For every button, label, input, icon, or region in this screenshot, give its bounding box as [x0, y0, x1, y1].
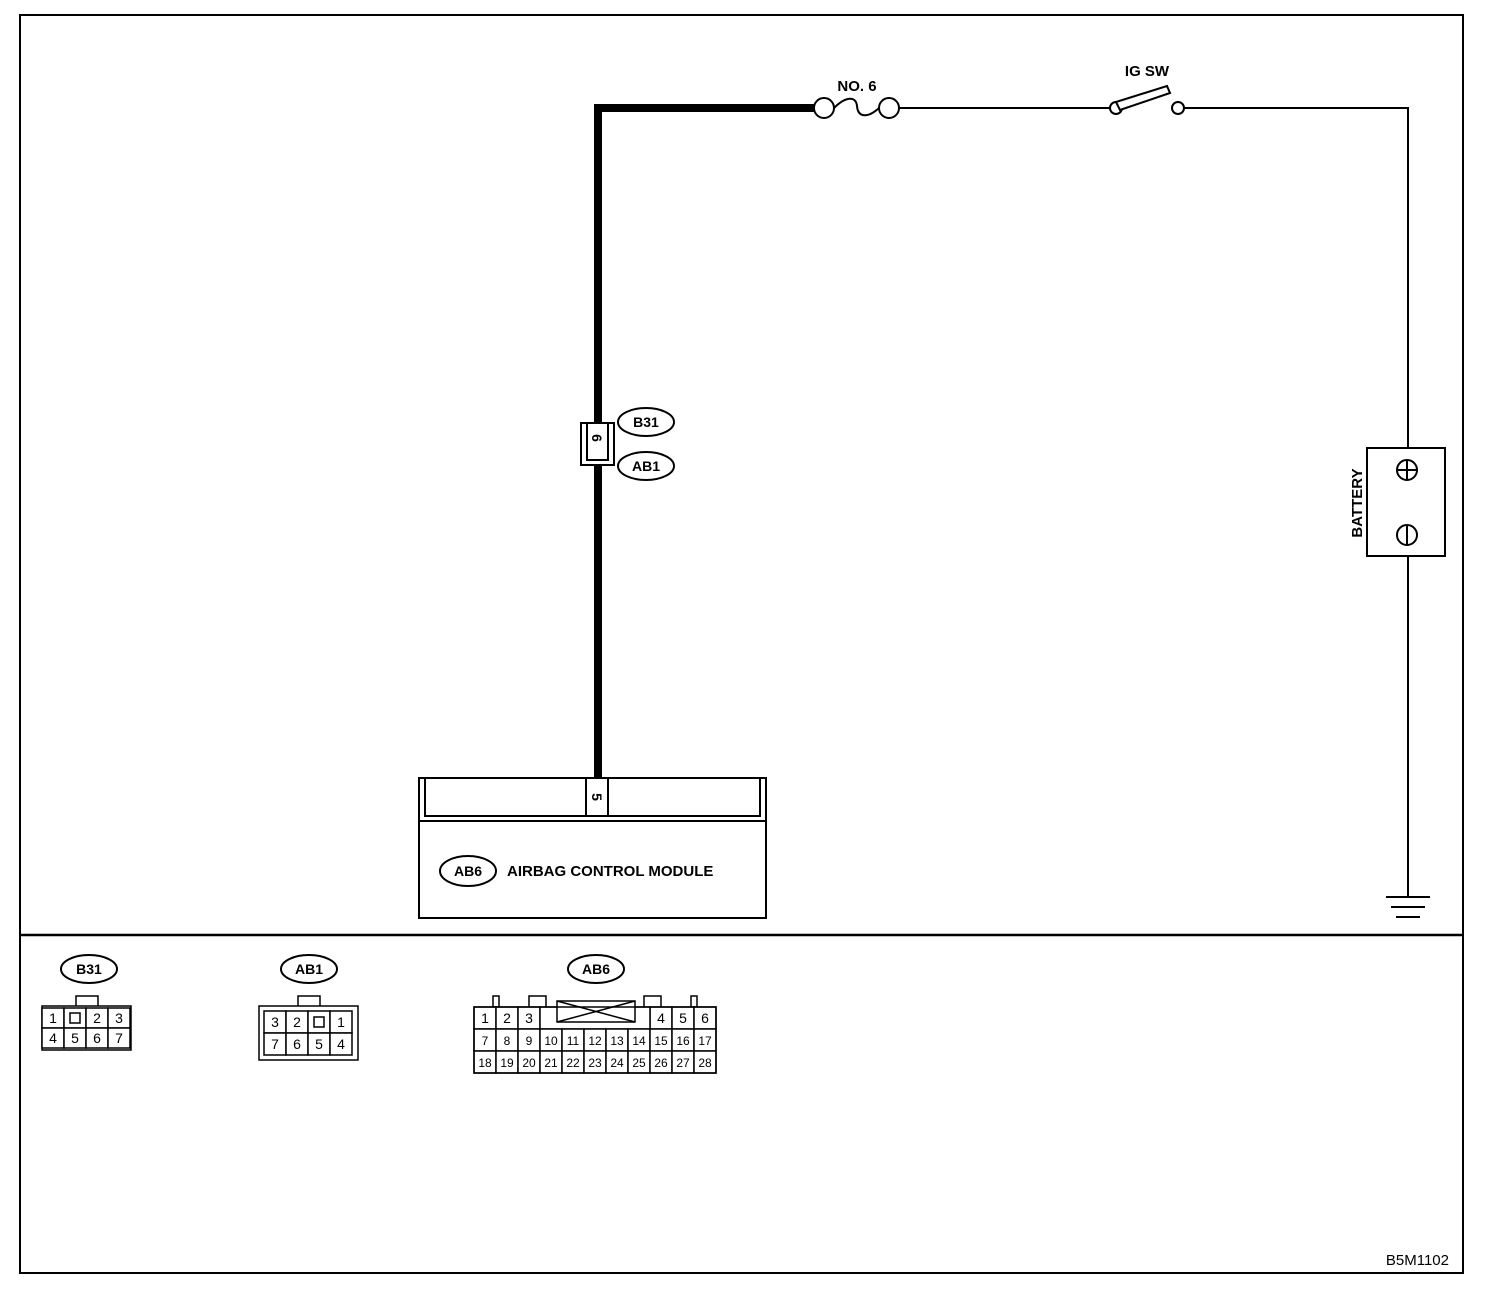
- connector-tag-b31-label: B31: [633, 414, 659, 430]
- ab1-pin: 2: [293, 1014, 301, 1030]
- wire-switch-to-battery: [1178, 107, 1409, 470]
- ig-switch-label: IG SW: [1125, 63, 1170, 80]
- ab6-pin: 15: [654, 1034, 668, 1048]
- connector-view-b31-tag: B31: [76, 961, 102, 977]
- blank-pin-icon: [313, 1016, 325, 1028]
- ab1-pin: 4: [337, 1036, 345, 1052]
- ab6-pin: 1: [481, 1010, 489, 1026]
- ab6-pin: 8: [504, 1034, 511, 1048]
- ab6-pin: 12: [588, 1034, 602, 1048]
- module-name: AIRBAG CONTROL MODULE: [507, 863, 713, 880]
- b31-cell: [107, 1027, 131, 1049]
- ab6-pin: 17: [698, 1034, 712, 1048]
- ab6-pin: 27: [676, 1056, 690, 1070]
- ab6-pin: 21: [544, 1056, 558, 1070]
- ab1-pin: 5: [315, 1036, 323, 1052]
- ab6-pin: 25: [632, 1056, 646, 1070]
- b31-pin: 2: [93, 1010, 101, 1026]
- b31-pin: 6: [93, 1030, 101, 1046]
- ab6-pin: 7: [482, 1034, 489, 1048]
- ab1-cell: [329, 1032, 353, 1056]
- ab6-pin: 3: [525, 1010, 533, 1026]
- ab6-pin: 10: [544, 1034, 558, 1048]
- connector-tag-ab1: AB1: [617, 451, 675, 481]
- ab1-pin: 3: [271, 1014, 279, 1030]
- ab6-pin: 22: [566, 1056, 580, 1070]
- ab6-pin: 24: [610, 1056, 624, 1070]
- connector-tag-ab1-label: AB1: [632, 458, 660, 474]
- inline-connector-pin: 6: [589, 434, 605, 442]
- connector-view-ab1-tag: AB1: [295, 961, 323, 977]
- ab6-pin: 16: [676, 1034, 690, 1048]
- connector-view-ab6-tag: AB6: [582, 961, 610, 977]
- ab6-pin: 5: [679, 1010, 687, 1026]
- b31-pin: 5: [71, 1030, 79, 1046]
- ab1-pin: 1: [337, 1014, 345, 1030]
- module-pin: 5: [589, 793, 605, 801]
- b31-pin: 1: [49, 1010, 57, 1026]
- figure-code: B5M1102: [1386, 1252, 1449, 1269]
- connector-tag-b31: B31: [617, 407, 675, 437]
- ab6-pin: 13: [610, 1034, 624, 1048]
- blank-pin-icon: [69, 1012, 81, 1024]
- blocked-cavity-icon: [556, 1000, 636, 1023]
- ab6-pin: 20: [522, 1056, 536, 1070]
- inline-connector: [580, 422, 615, 466]
- minus-terminal-icon: [1396, 524, 1418, 546]
- b31-pin: 3: [115, 1010, 123, 1026]
- fuse-label: NO. 6: [837, 78, 876, 95]
- ab6-pin: 23: [588, 1056, 602, 1070]
- plus-terminal-icon: [1396, 459, 1418, 481]
- ab6-pin: 11: [567, 1034, 580, 1048]
- ab6-pin: 18: [478, 1056, 492, 1070]
- ab6-pin: 9: [526, 1034, 533, 1048]
- ab6-pin: 4: [657, 1010, 665, 1026]
- ground-icon: [1386, 896, 1430, 918]
- ab6-pin: 19: [500, 1056, 514, 1070]
- switch-icon: [1109, 84, 1185, 115]
- diagram-frame: [19, 14, 1464, 1274]
- ab6-pin: 28: [698, 1056, 712, 1070]
- harness-wire-thick: [594, 104, 818, 778]
- b31-pin: 4: [49, 1030, 57, 1046]
- ab6-pin: 14: [632, 1034, 646, 1048]
- ab6-pin: 2: [503, 1010, 511, 1026]
- ab6-pin: 6: [701, 1010, 709, 1026]
- battery-label: BATTERY: [1349, 468, 1366, 537]
- ab6-pin: 26: [654, 1056, 668, 1070]
- b31-pin: 7: [115, 1030, 123, 1046]
- module-tag-label: AB6: [454, 863, 482, 879]
- ab1-pin: 6: [293, 1036, 301, 1052]
- module-tag: AB6: [439, 855, 497, 887]
- airbag-control-module: [418, 777, 767, 919]
- fuse-icon: [813, 97, 900, 119]
- ab1-pin: 7: [271, 1036, 279, 1052]
